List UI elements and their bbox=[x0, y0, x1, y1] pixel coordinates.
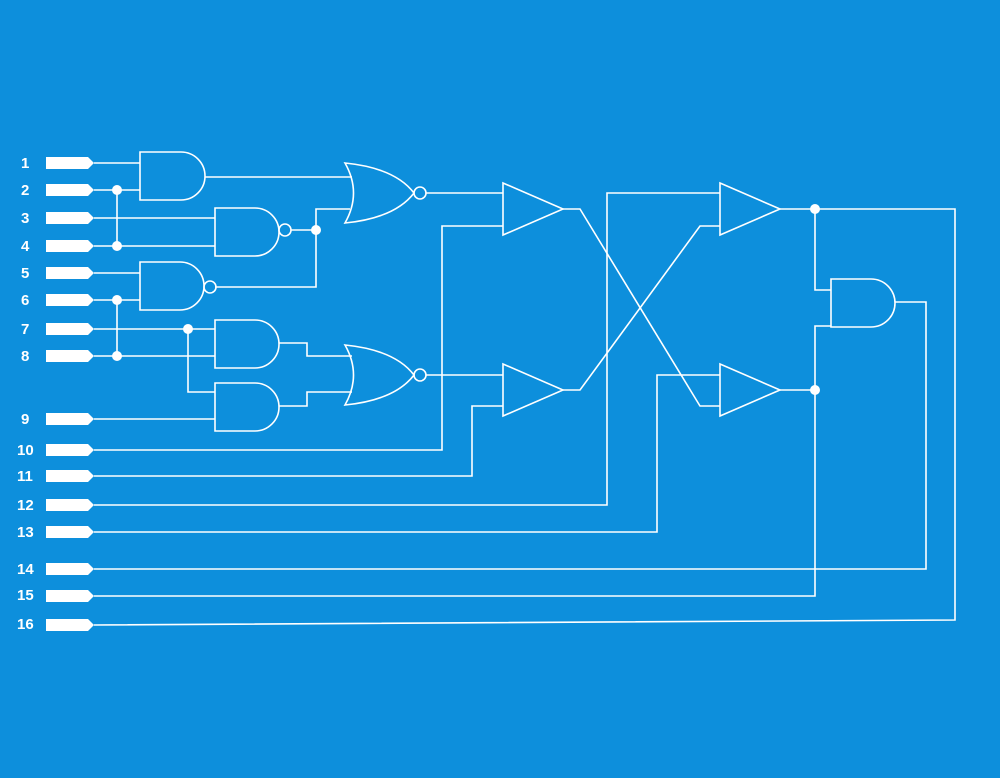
pin-label-11: 11 bbox=[17, 468, 33, 485]
and-gate bbox=[214, 382, 280, 432]
pin-label-15: 15 bbox=[17, 587, 34, 604]
junction-dot bbox=[112, 185, 122, 195]
nand-gate bbox=[214, 207, 280, 257]
input-pin-14 bbox=[46, 563, 94, 575]
pin-label-12: 12 bbox=[17, 497, 34, 514]
pin-label-6: 6 bbox=[21, 292, 29, 309]
pin-label-5: 5 bbox=[21, 265, 29, 282]
input-pin-9 bbox=[46, 413, 94, 425]
input-pin-8 bbox=[46, 350, 94, 362]
and-gate bbox=[830, 278, 896, 328]
pin-label-7: 7 bbox=[21, 321, 29, 338]
junction-dot bbox=[112, 351, 122, 361]
buffer-gate bbox=[502, 181, 566, 237]
input-pin-15 bbox=[46, 590, 94, 602]
pin-label-9: 9 bbox=[21, 411, 29, 428]
buffer-gate bbox=[502, 362, 566, 418]
nand-bubble bbox=[203, 280, 217, 294]
buffer-gate bbox=[719, 181, 783, 237]
input-pin-5 bbox=[46, 267, 94, 279]
input-pin-6 bbox=[46, 294, 94, 306]
and-gate bbox=[139, 151, 206, 201]
pin-label-1: 1 bbox=[21, 155, 29, 172]
junction-dot bbox=[112, 241, 122, 251]
input-pins bbox=[46, 157, 94, 631]
input-pin-11 bbox=[46, 470, 94, 482]
wires bbox=[93, 162, 956, 626]
input-pin-16 bbox=[46, 619, 94, 631]
and-gate bbox=[214, 319, 280, 369]
input-pin-2 bbox=[46, 184, 94, 196]
input-pin-13 bbox=[46, 526, 94, 538]
input-pin-12 bbox=[46, 499, 94, 511]
nand-gate bbox=[139, 261, 205, 311]
buffer-gate bbox=[719, 362, 783, 418]
junction-dot bbox=[810, 204, 820, 214]
pin-label-4: 4 bbox=[21, 238, 30, 255]
nor-bubble bbox=[413, 368, 427, 382]
input-pin-3 bbox=[46, 212, 94, 224]
pin-label-10: 10 bbox=[17, 442, 34, 459]
nor-gate bbox=[343, 162, 416, 224]
nor-gate bbox=[343, 344, 416, 406]
input-pin-4 bbox=[46, 240, 94, 252]
input-pin-7 bbox=[46, 323, 94, 335]
pin-label-13: 13 bbox=[17, 524, 34, 541]
logic-gates bbox=[139, 151, 896, 432]
input-pin-10 bbox=[46, 444, 94, 456]
junction-dots bbox=[112, 185, 820, 395]
junction-dot bbox=[810, 385, 820, 395]
input-pin-1 bbox=[46, 157, 94, 169]
nor-bubble bbox=[413, 186, 427, 200]
nand-bubble bbox=[278, 223, 292, 237]
pin-label-14: 14 bbox=[17, 561, 34, 578]
junction-dot bbox=[112, 295, 122, 305]
junction-dot bbox=[183, 324, 193, 334]
pin-label-16: 16 bbox=[17, 616, 34, 633]
pin-label-8: 8 bbox=[21, 348, 29, 365]
junction-dot bbox=[311, 225, 321, 235]
pin-label-3: 3 bbox=[21, 210, 29, 227]
pin-label-2: 2 bbox=[21, 182, 29, 199]
